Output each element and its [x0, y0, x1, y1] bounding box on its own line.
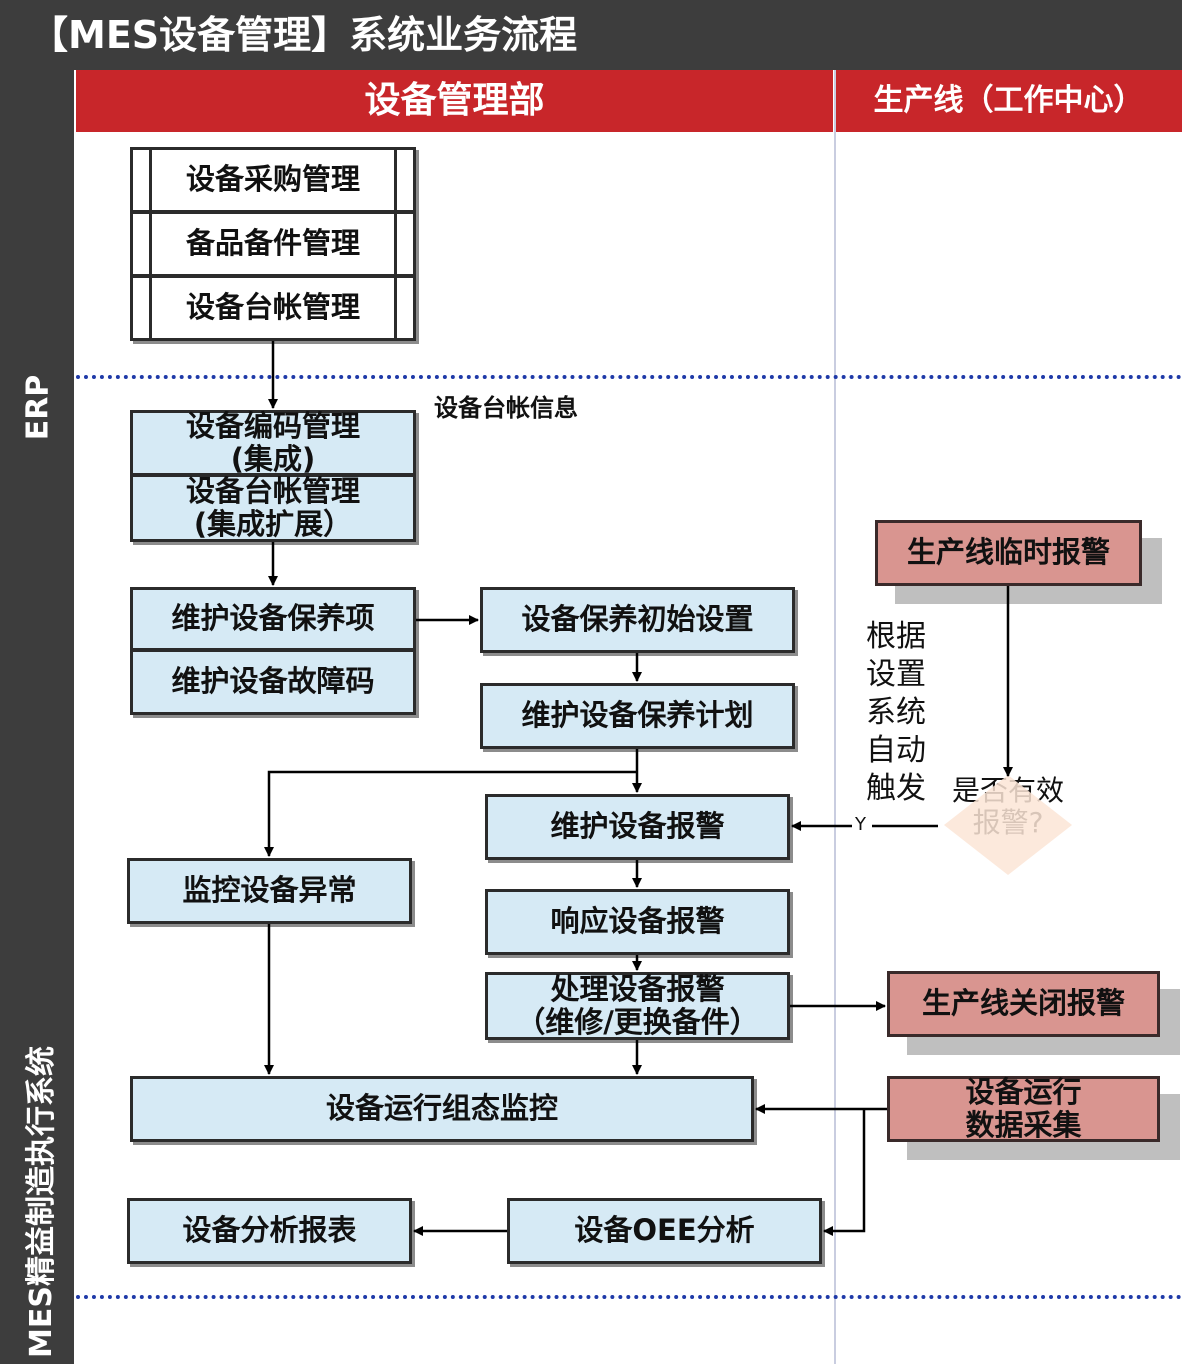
node-fault-code: 维护设备故障码: [130, 649, 416, 715]
node-monitor-abnormal: 监控设备异常: [127, 858, 412, 924]
node-maint-item: 维护设备保养项: [130, 587, 416, 651]
yes-label: Y: [855, 814, 866, 835]
node-alarm-respond: 响应设备报警: [485, 889, 790, 955]
decision-diamond: [944, 775, 1072, 875]
node-line-close-alarm: 生产线关闭报警: [887, 971, 1160, 1037]
node-line-temp-alarm: 生产线临时报警: [875, 520, 1142, 586]
node-oee: 设备OEE分析: [507, 1198, 822, 1264]
arrow-plan-to-monitor: [264, 770, 637, 857]
lane-header-line: 生产线（工作中心）: [835, 70, 1182, 132]
arrow-collect-to-oee: [823, 1109, 866, 1236]
node-analysis-report: 设备分析报表: [127, 1198, 412, 1264]
node-runtime-monitor: 设备运行组态监控: [130, 1076, 754, 1142]
ledger-info-label: 设备台帐信息: [434, 394, 578, 422]
erp-boundary-line: [76, 375, 1182, 379]
node-alarm-maint: 维护设备报警: [485, 794, 790, 860]
lane-header-dept: 设备管理部: [76, 70, 833, 132]
node-ledger-mgmt: 设备台帐管理 (集成扩展）: [130, 474, 416, 542]
diagram-title: 【MES设备管理】系统业务流程: [0, 0, 1182, 70]
erp-box-ledger: 设备台帐管理: [130, 275, 416, 341]
node-code-mgmt: 设备编码管理 (集成): [130, 409, 416, 476]
lane-divider: [834, 70, 836, 1364]
node-run-data-collect: 设备运行 数据采集: [887, 1075, 1160, 1142]
side-rail: ERP MES精益制造执行系统: [0, 70, 74, 1364]
node-maint-init: 设备保养初始设置: [480, 587, 795, 653]
auto-trigger-note: 根据设置系统自动触发: [866, 619, 926, 806]
node-maint-plan: 维护设备保养计划: [480, 683, 795, 749]
erp-box-spare-parts: 备品备件管理: [130, 211, 416, 277]
node-alarm-handle: 处理设备报警 （维修/更换备件）: [485, 972, 790, 1040]
erp-box-purchase: 设备采购管理: [130, 147, 416, 213]
mes-boundary-line: [76, 1295, 1182, 1299]
